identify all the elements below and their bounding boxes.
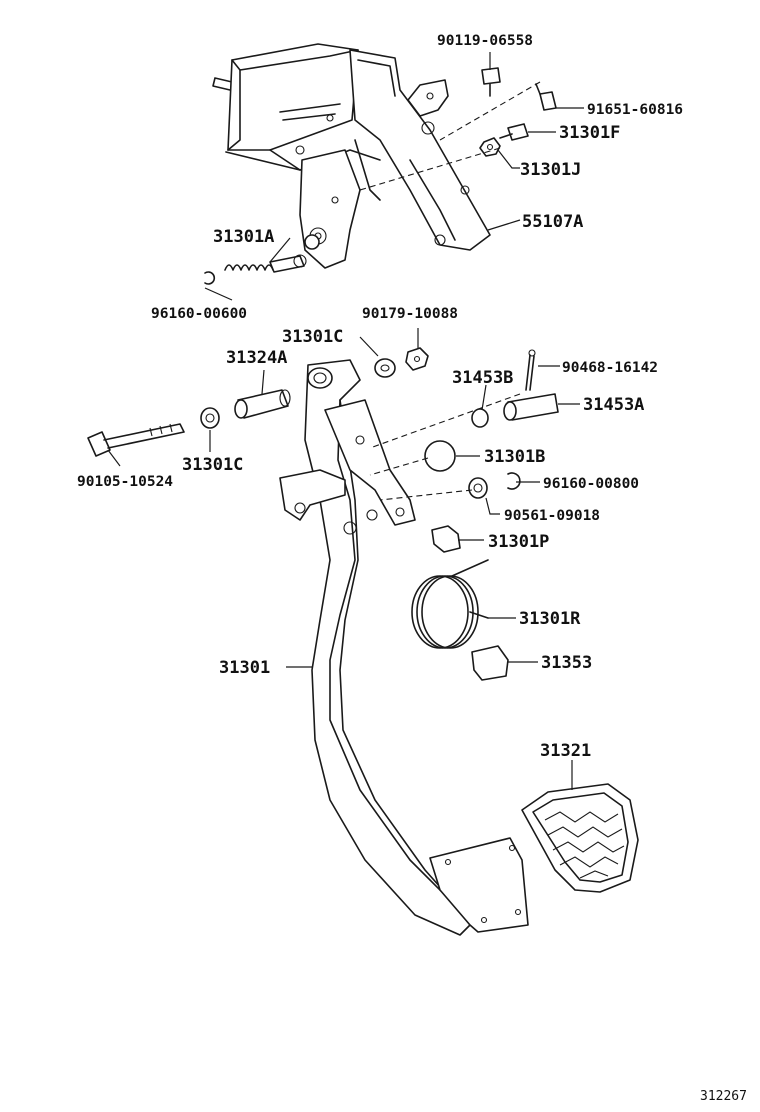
collar-31453B <box>471 408 489 428</box>
clip-31301P <box>431 525 461 553</box>
stopper-31353 <box>471 645 509 681</box>
label-31301F: 31301F <box>559 123 620 143</box>
return-spring-31301R <box>411 559 489 649</box>
bushing-31324A <box>234 389 291 419</box>
label-31353: 31353 <box>541 653 592 673</box>
pedal-support-bracket <box>212 43 491 269</box>
bushing-31301B <box>424 440 456 472</box>
pedal-pad-31321 <box>521 783 639 893</box>
label-91651-60816: 91651-60816 <box>587 102 683 118</box>
label-31453A: 31453A <box>583 395 644 415</box>
label-96160-00800: 96160-00800 <box>543 476 639 492</box>
label-55107A: 55107A <box>522 212 583 232</box>
bolt-31301F <box>499 123 529 141</box>
nut-90179-10088 <box>405 347 429 371</box>
part-labels: 90119-06558 91651-60816 31301F 31301J 55… <box>77 33 747 1104</box>
spring-31301A <box>224 254 307 273</box>
brake-pedal-arm <box>279 359 529 936</box>
label-31453B: 31453B <box>452 368 513 388</box>
label-31301C-upper: 31301C <box>282 327 343 347</box>
label-31301J: 31301J <box>520 160 581 180</box>
label-31321: 31321 <box>540 741 591 761</box>
leader-lines <box>107 52 584 790</box>
label-90179-10088: 90179-10088 <box>362 306 458 322</box>
label-31301R: 31301R <box>519 609 581 629</box>
bolt-91651-60816 <box>535 83 557 111</box>
reference-number: 312267 <box>700 1089 747 1104</box>
label-31301A: 31301A <box>213 227 274 247</box>
label-31324A: 31324A <box>226 348 287 368</box>
collar-90561-09018 <box>468 477 488 499</box>
bolt-90119-06558 <box>481 67 501 97</box>
clip-96160-00800 <box>507 472 521 490</box>
label-96160-00600: 96160-00600 <box>151 306 247 322</box>
label-31301: 31301 <box>219 658 270 678</box>
label-31301C-lower: 31301C <box>182 455 243 475</box>
label-90561-09018: 90561-09018 <box>504 508 600 524</box>
cotter-pin-90468-16142 <box>525 349 536 391</box>
collar-31301C-lower <box>200 407 220 429</box>
clevis-pin-31453A <box>503 393 559 421</box>
clip-96160-00600 <box>204 271 216 285</box>
nut-31301J <box>479 137 501 157</box>
label-90119-06558: 90119-06558 <box>437 33 533 49</box>
label-90468-16142: 90468-16142 <box>562 360 658 376</box>
pin-31301A-stud <box>304 234 320 250</box>
bolt-90105-10524 <box>87 423 185 457</box>
label-90105-10524: 90105-10524 <box>77 474 173 490</box>
label-31301B: 31301B <box>484 447 545 467</box>
label-31301P: 31301P <box>488 532 549 552</box>
collar-31301C-upper <box>374 358 396 378</box>
